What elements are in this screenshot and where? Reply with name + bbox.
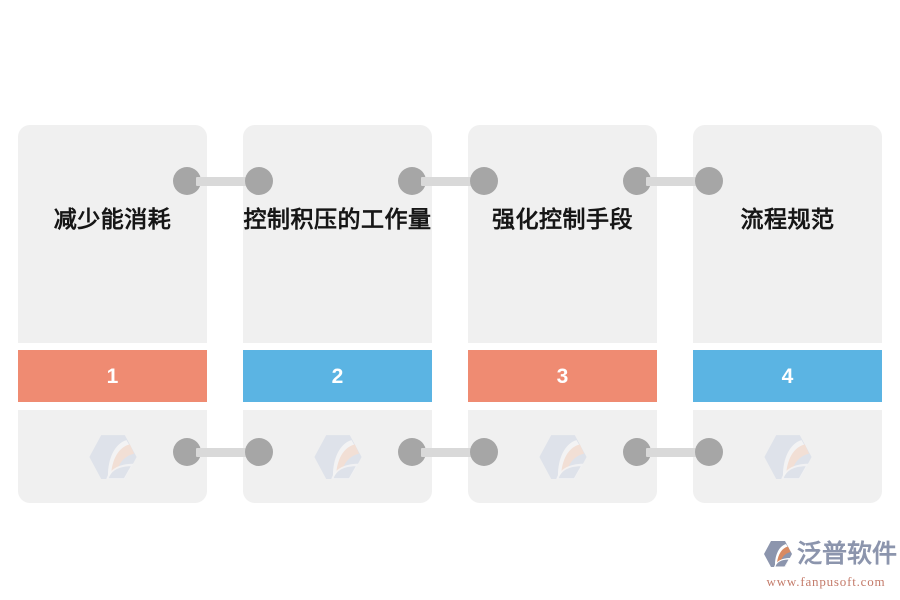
process-step-1[interactable]: 减少能消耗 [18, 125, 207, 343]
step-title: 流程规范 [740, 206, 835, 232]
fanpu-hexagon-logo-icon [536, 430, 590, 484]
step-card-bottom [693, 410, 882, 503]
step-card-top: 流程规范 [693, 125, 882, 343]
step-number: 3 [556, 364, 569, 388]
process-step-2[interactable]: 控制积压的工作量 [243, 125, 432, 343]
step-number-bar: 3 [468, 350, 657, 402]
step-card-top: 减少能消耗 [18, 125, 207, 343]
brand-url: www.fanpusoft.com [766, 574, 886, 589]
step-number: 2 [331, 364, 344, 388]
step-card-bottom [468, 410, 657, 503]
fanpu-hexagon-logo-icon [762, 538, 794, 570]
step-number: 1 [106, 364, 119, 388]
step-number-bar: 2 [243, 350, 432, 402]
step-title: 控制积压的工作量 [243, 206, 432, 232]
fanpu-hexagon-logo-icon [86, 430, 140, 484]
step-card-top: 强化控制手段 [468, 125, 657, 343]
step-number-bar: 1 [18, 350, 207, 402]
process-step-4[interactable]: 流程规范 [693, 125, 882, 343]
step-card-top: 控制积压的工作量 [243, 125, 432, 343]
step-card-bottom [18, 410, 207, 503]
brand-name: 泛普软件 [797, 539, 898, 568]
fanpu-hexagon-logo-icon [311, 430, 365, 484]
step-number-bar: 4 [693, 350, 882, 402]
process-step-3[interactable]: 强化控制手段 [468, 125, 657, 343]
brand-watermark: 泛普软件 www.fanpusoft.com [762, 536, 897, 592]
step-title: 减少能消耗 [53, 206, 172, 232]
step-card-bottom [243, 410, 432, 503]
fanpu-hexagon-logo-icon [761, 430, 815, 484]
brand-row: 泛普软件 [762, 536, 897, 572]
step-number: 4 [781, 364, 794, 388]
step-title: 强化控制手段 [492, 206, 633, 232]
